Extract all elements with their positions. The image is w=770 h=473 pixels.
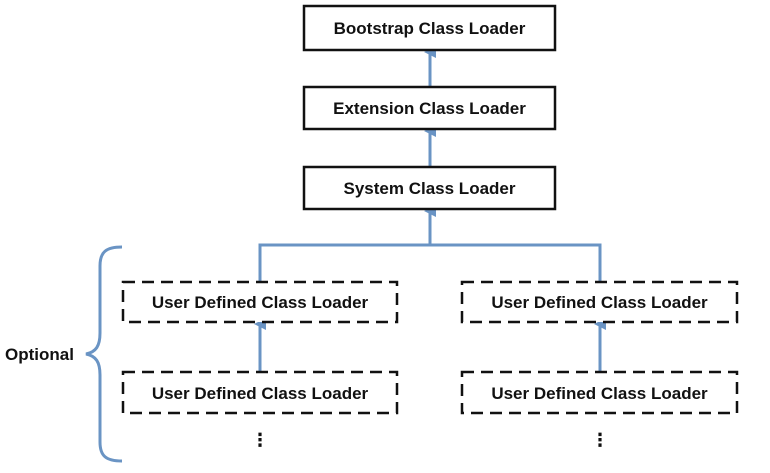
- extension-class-loader-label: Extension Class Loader: [333, 99, 526, 118]
- extension-class-loader-node: Extension Class Loader: [302, 85, 557, 131]
- bracket-users-to-system: [258, 243, 602, 284]
- optional-label: Optional: [5, 345, 74, 364]
- user-defined-class-loader-left-top-node: User Defined Class Loader: [121, 280, 399, 324]
- user-defined-class-loader-right-top-label: User Defined Class Loader: [491, 293, 708, 312]
- connectors: [85, 46, 606, 463]
- system-class-loader-label: System Class Loader: [344, 179, 516, 198]
- user-defined-class-loader-left-bottom-label: User Defined Class Loader: [152, 384, 369, 403]
- right-ellipsis: ⋮: [591, 430, 609, 450]
- user-defined-class-loader-right-bottom-node: User Defined Class Loader: [460, 370, 739, 415]
- user-defined-class-loader-left-top-label: User Defined Class Loader: [152, 293, 369, 312]
- user-defined-class-loader-right-top-node: User Defined Class Loader: [460, 280, 739, 324]
- bootstrap-class-loader-node: Bootstrap Class Loader: [302, 4, 557, 52]
- bootstrap-class-loader-label: Bootstrap Class Loader: [334, 19, 526, 38]
- user-defined-class-loader-right-bottom-label: User Defined Class Loader: [491, 384, 708, 403]
- user-defined-class-loader-left-bottom-node: User Defined Class Loader: [121, 370, 399, 415]
- left-ellipsis: ⋮: [251, 430, 269, 450]
- optional-curly-brace: [85, 245, 123, 463]
- system-class-loader-node: System Class Loader: [302, 165, 557, 211]
